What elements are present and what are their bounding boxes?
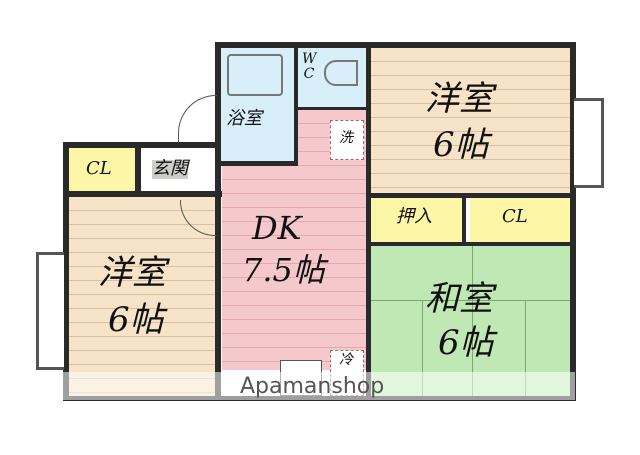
wall-left: [63, 142, 69, 400]
western-room-top-right-size: 6帖: [433, 125, 489, 165]
closet-right: [470, 198, 570, 242]
wall-left-upper: [215, 42, 221, 142]
wall-entry-top: [63, 142, 221, 148]
tatami-line: [422, 300, 423, 396]
japanese-room-size: 6帖: [438, 323, 494, 363]
closet-left-label: CL: [86, 158, 112, 179]
oshiire-closet: [371, 198, 466, 242]
toilet-label: WC: [302, 51, 317, 82]
fridge-label: 冷: [339, 352, 353, 368]
wall-right: [570, 42, 576, 400]
washer-label: 洗: [339, 130, 353, 146]
bathtub-icon: [227, 54, 283, 96]
wall-entry-bottom: [63, 191, 222, 197]
wall-closets-top: [366, 193, 576, 198]
wall-closet-entry: [135, 148, 141, 198]
watermark-band: [63, 372, 575, 400]
wall-dk-right: [366, 42, 371, 400]
wall-upper: [215, 42, 575, 48]
toilet-icon: [324, 60, 358, 86]
western-room-top-right-label: 洋室: [425, 79, 493, 119]
dk-label: DK: [252, 209, 302, 247]
oshiire-label: 押入: [396, 206, 432, 227]
tatami-line: [472, 246, 473, 396]
tatami-line: [525, 300, 526, 396]
bay-window-left: [36, 252, 64, 370]
wall-left-room-right: [215, 142, 221, 400]
western-room-left-size: 6帖: [108, 300, 164, 340]
western-room-left: [69, 197, 215, 396]
dining-kitchen: [222, 110, 366, 396]
bay-window-right: [574, 98, 604, 188]
western-room-left-label: 洋室: [98, 253, 166, 293]
wall-closets-bottom: [366, 242, 576, 246]
toilet-room: WC: [298, 48, 366, 110]
bath-label: 浴室: [226, 108, 262, 129]
watermark: Apamanshop: [240, 374, 385, 399]
closet-right-label: CL: [502, 206, 528, 227]
western-room-top-right: [371, 48, 570, 193]
entrance-label: 玄関: [152, 158, 188, 179]
closet-left: [69, 148, 135, 191]
bath-room: 浴室: [221, 48, 298, 166]
japanese-room: [371, 246, 570, 396]
dk-size: 7.5帖: [242, 251, 325, 289]
tatami-line: [371, 300, 570, 301]
japanese-room-label: 和室: [425, 279, 493, 319]
washer-space: 洗: [330, 120, 364, 160]
entry-door-swing-icon: [178, 95, 217, 143]
